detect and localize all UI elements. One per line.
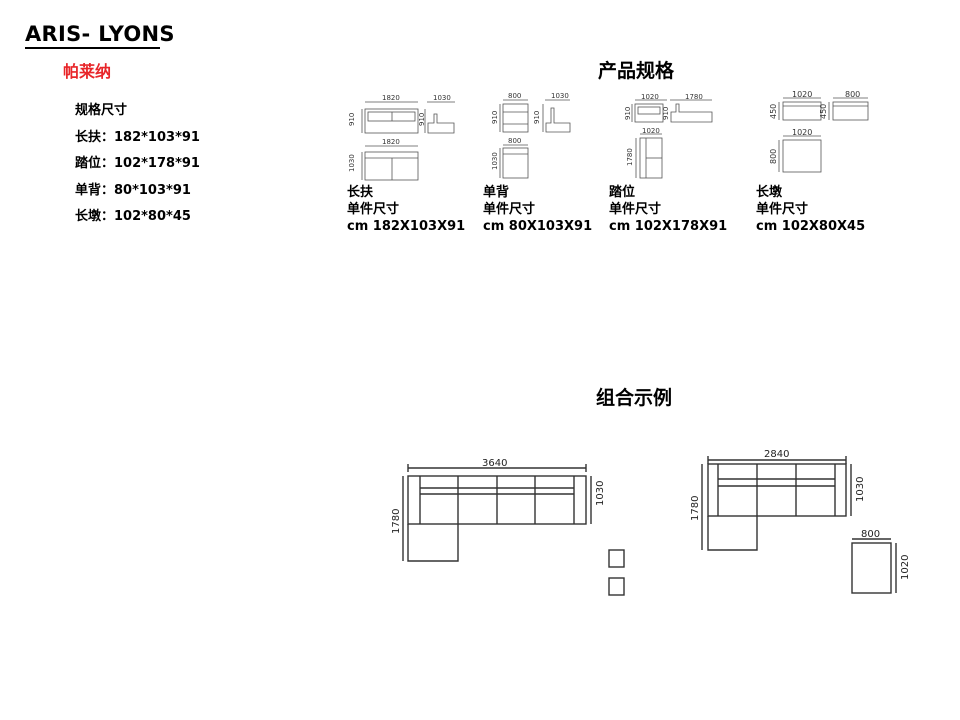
dim-label: 3640 — [482, 458, 507, 469]
dim-label: 910 — [491, 111, 499, 124]
dim-label: 1820 — [382, 94, 400, 102]
product-name: 长扶 — [347, 185, 374, 200]
dim-label: 450 — [769, 104, 778, 119]
dim-label: 1030 — [551, 92, 569, 100]
product-name: 单背 — [483, 185, 510, 200]
dim-label: 1780 — [690, 496, 701, 521]
product-label-single-back: 单背 单件尺寸 cm 80X103X91 — [483, 184, 592, 235]
spec-line: 长扶：182*103*91 — [75, 129, 200, 145]
dim-label: 1020 — [900, 555, 911, 580]
product-size: cm 102X80X45 — [756, 219, 866, 234]
spec-line: 单背：80*103*91 — [75, 182, 191, 198]
dim-label: 800 — [861, 529, 880, 540]
dim-label: 910 — [533, 111, 541, 124]
dim-label: 800 — [508, 137, 521, 145]
title-underline — [25, 47, 160, 49]
combination-title: 组合示例 — [596, 387, 673, 409]
dim-label: 1820 — [382, 138, 400, 146]
dim-label: 450 — [819, 104, 828, 119]
product-unit: 单件尺寸 — [756, 202, 809, 217]
product-drawings: 1820 910 1030 910 1820 1030 800 910 1030… — [348, 90, 869, 181]
product-name: 踏位 — [609, 185, 636, 200]
product-unit: 单件尺寸 — [347, 202, 400, 217]
spec-list: 规格尺寸 长扶：182*103*91 踏位：102*178*91 单背：80*1… — [75, 98, 200, 231]
spec-heading: 规格尺寸 — [75, 103, 128, 118]
dim-label: 1780 — [391, 509, 402, 534]
dim-label: 1020 — [641, 93, 659, 101]
dim-label: 1780 — [626, 148, 634, 166]
dim-label: 910 — [418, 113, 426, 126]
dim-label: 1020 — [642, 127, 660, 135]
dim-label: 910 — [624, 107, 632, 120]
dim-label: 1030 — [855, 477, 866, 502]
brand-subtitle: 帕莱纳 — [63, 62, 112, 81]
dim-label: 2840 — [764, 449, 789, 460]
dim-label: 1030 — [595, 481, 606, 506]
dim-label: 1030 — [433, 94, 451, 102]
spec-line: 长墩：102*80*45 — [75, 209, 191, 224]
product-spec-title: 产品规格 — [598, 60, 675, 82]
spec-line: 踏位：102*178*91 — [75, 156, 200, 171]
dim-label: 910 — [348, 113, 356, 126]
dim-label: 1780 — [685, 93, 703, 101]
product-size: cm 102X178X91 — [609, 219, 728, 234]
dim-label: 910 — [662, 107, 670, 120]
product-size: cm 80X103X91 — [483, 219, 593, 234]
combination-drawings: 3640 1030 1780 2840 1030 1780 800 1020 — [391, 449, 911, 596]
dim-label: 800 — [845, 90, 860, 99]
product-name: 长墩 — [756, 185, 783, 200]
dim-label: 800 — [769, 149, 778, 164]
dim-label: 1020 — [792, 128, 812, 137]
product-label-chaise: 踏位 单件尺寸 cm 102X178X91 — [609, 184, 727, 235]
dim-label: 1030 — [491, 152, 499, 170]
product-label-ottoman: 长墩 单件尺寸 cm 102X80X45 — [756, 184, 865, 235]
product-unit: 单件尺寸 — [609, 202, 662, 217]
product-label-long-arm: 长扶 单件尺寸 cm 182X103X91 — [347, 184, 465, 235]
dim-label: 800 — [508, 92, 521, 100]
product-size: cm 182X103X91 — [347, 219, 466, 234]
brand-title: ARIS- LYONS — [25, 22, 175, 46]
dim-label: 1020 — [792, 90, 812, 99]
product-unit: 单件尺寸 — [483, 202, 536, 217]
dim-label: 1030 — [348, 154, 356, 172]
